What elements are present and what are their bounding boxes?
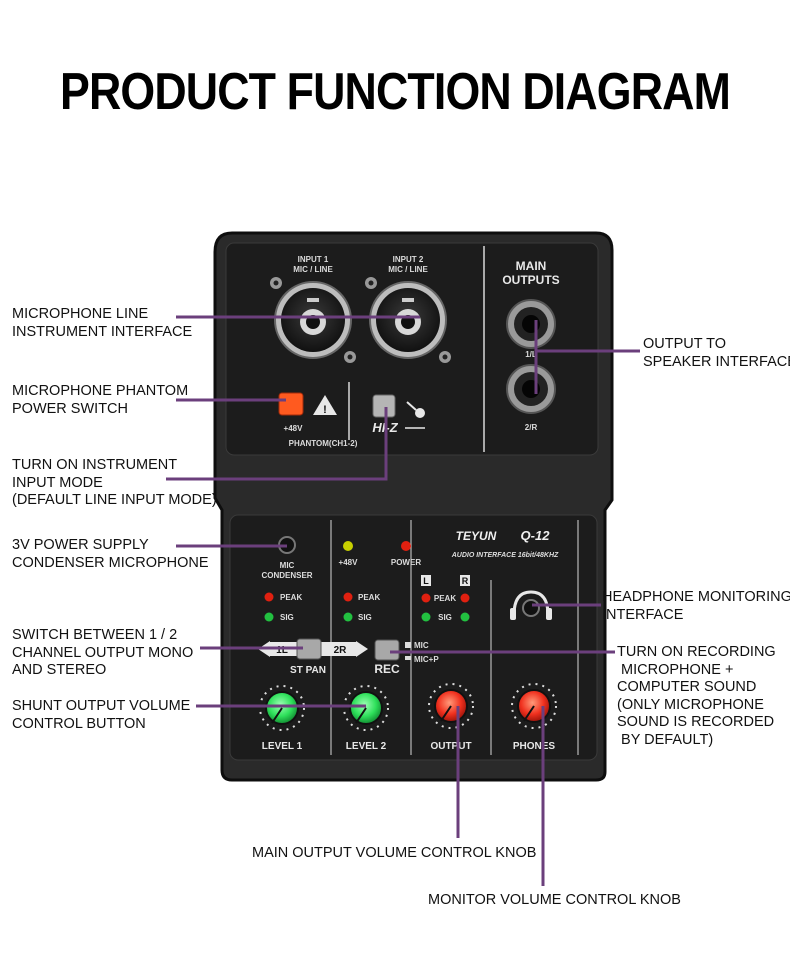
led-48v-label: +48V [339, 558, 359, 567]
callout-recording: TURN ON RECORDING MICROPHONE + COMPUTER … [617, 644, 776, 748]
phantom-value: +48V [284, 424, 304, 433]
mic-condenser-label: MIC [280, 561, 295, 570]
callout-headphone: HEADPHONE MONITORING INTERFACE [602, 589, 790, 623]
input1-label: INPUT 1 [298, 255, 329, 264]
callout-power3v: 3V POWER SUPPLY CONDENSER MICROPHONE [12, 537, 209, 571]
left-indicator-box [421, 575, 431, 586]
out-r-sig-led [460, 612, 470, 622]
output-knob-label: OUTPUT [430, 741, 471, 752]
output-jack-1[interactable] [506, 299, 556, 349]
ch1-sig-led [264, 612, 274, 622]
out-r-peak-led [460, 593, 470, 603]
input2-label: INPUT 2 [393, 255, 424, 264]
rec-mic-marker [405, 642, 411, 648]
right-indicator: R [462, 576, 469, 586]
output2-label: 2/R [525, 423, 538, 432]
callout-phantom: MICROPHONE PHANTOM POWER SWITCH [12, 383, 189, 417]
rec-switch[interactable] [374, 639, 400, 661]
out-peak-label: PEAK [434, 594, 456, 603]
level2-label: LEVEL 2 [346, 741, 387, 752]
out-l-sig-led [421, 612, 431, 622]
level1-knob[interactable] [259, 685, 305, 731]
callout-monitor-knob: MONITOR VOLUME CONTROL KNOB [428, 892, 681, 908]
phantom-led [343, 541, 353, 551]
ch1-peak-label: PEAK [280, 593, 302, 602]
guitar-icon [406, 401, 425, 418]
output1-label: 1/L [525, 350, 537, 359]
pan-left-label: 1L [276, 645, 288, 656]
led-power-label: POWER [391, 558, 421, 567]
page-title: PRODUCT FUNCTION DIAGRAM [60, 63, 731, 121]
ch2-sig-led [343, 612, 353, 622]
rec-micp-marker [405, 656, 411, 660]
bottom-panel [229, 514, 598, 761]
out-sig-label: SIG [438, 613, 452, 622]
left-indicator: L [423, 576, 429, 586]
power-led [401, 541, 411, 551]
input2-combo-jack[interactable] [365, 277, 451, 363]
callout-instrument: TURN ON INSTRUMENT INPUT MODE (DEFAULT L… [12, 457, 217, 508]
main-outputs-label: MAIN [516, 259, 547, 273]
right-indicator-box [460, 575, 470, 586]
rec-label: REC [374, 662, 400, 676]
level1-label: LEVEL 1 [262, 741, 303, 752]
rec-micp-label: MIC+P [414, 655, 439, 664]
callout-main-output-knob: MAIN OUTPUT VOLUME CONTROL KNOB [252, 845, 537, 861]
pan-arrow-right [356, 641, 368, 657]
ch1-sig-label: SIG [280, 613, 294, 622]
phones-knob-label: PHONES [513, 741, 556, 752]
input2-type: MIC / LINE [388, 265, 428, 274]
ch2-sig-label: SIG [358, 613, 372, 622]
level2-knob[interactable] [343, 685, 389, 731]
warning-mark: ! [323, 404, 327, 416]
brand-name: TEYUN [456, 529, 497, 543]
output-jack-2[interactable] [506, 364, 556, 414]
leader-instrument [166, 407, 388, 481]
callout-mic-line: MICROPHONE LINE INSTRUMENT INTERFACE [12, 306, 193, 340]
out-l-peak-led [421, 593, 431, 603]
warning-icon [313, 395, 337, 415]
callout-shunt: SHUNT OUTPUT VOLUME CONTROL BUTTON [12, 698, 191, 732]
input1-type: MIC / LINE [293, 265, 333, 274]
phantom-label: PHANTOM(CH1-2) [289, 439, 358, 448]
st-pan-label: ST PAN [290, 665, 326, 676]
ch1-peak-led [264, 592, 274, 602]
pan-right-label: 2R [334, 645, 348, 656]
hiz-button[interactable] [372, 394, 396, 418]
rec-mic-label: MIC [414, 641, 429, 650]
ch2-peak-led [343, 592, 353, 602]
mic-condenser-label-2: CONDENSER [261, 571, 312, 580]
phantom-power-button[interactable] [278, 392, 304, 416]
main-outputs-label-2: OUTPUTS [502, 273, 559, 287]
ch2-peak-label: PEAK [358, 593, 380, 602]
model-name: Q-12 [521, 528, 551, 543]
callout-switch-mono: SWITCH BETWEEN 1 / 2 CHANNEL OUTPUT MONO… [12, 627, 194, 678]
callout-speaker: OUTPUT TO SPEAKER INTERFACE [643, 336, 790, 370]
device-subtitle: AUDIO INTERFACE 16bit/48KHZ [451, 552, 559, 559]
